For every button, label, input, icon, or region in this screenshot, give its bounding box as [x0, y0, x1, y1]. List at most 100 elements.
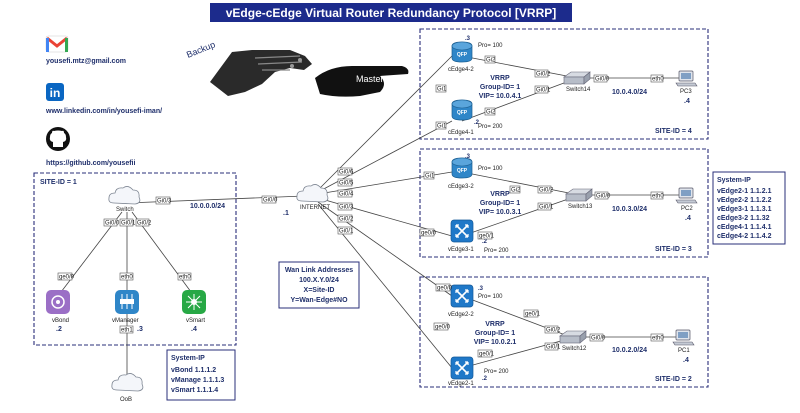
- switch14-icon[interactable]: [563, 71, 591, 85]
- vsmart-port: eth0: [179, 275, 191, 281]
- edge-system-ip-line-1: vEdge2-2 1.1.2.2: [717, 197, 772, 204]
- site3-frame: [419, 148, 709, 258]
- vmanager-name: vManager: [112, 318, 139, 324]
- internet-port-3: Gi0/4: [339, 192, 354, 198]
- backup-label: Backup: [185, 39, 217, 60]
- wan-box-line-0: Wan Link Addresses: [285, 267, 353, 274]
- site4-pc-name: PC3: [680, 89, 692, 95]
- site3-edge-b-host: .2: [482, 239, 488, 245]
- site3-pc-name: PC2: [681, 206, 693, 212]
- robot-hand-icon: [210, 50, 312, 96]
- master-label: Master: [356, 74, 384, 84]
- internet-cloud-icon[interactable]: [296, 183, 329, 203]
- site4-edge-b-prio: Pro= 200: [478, 124, 503, 130]
- vmanager-port2: eth1: [121, 328, 133, 334]
- internet-port-5: Gi0/2: [339, 217, 354, 223]
- site2-edge-a-port-1: ge0/1: [525, 312, 541, 318]
- vbond-icon[interactable]: [46, 290, 70, 314]
- cedge3-2-router-icon[interactable]: [451, 157, 473, 179]
- site2-edge-a-name: vEdge2-2: [448, 312, 474, 318]
- vbond-port: ge0/0: [59, 275, 75, 281]
- vsmart-name: vSmart: [186, 318, 205, 324]
- switch-cloud-icon[interactable]: [108, 185, 141, 205]
- wan-link-box: [278, 261, 360, 309]
- vmanager-port: eth0: [121, 275, 133, 281]
- site4-edge-b-host: .2: [474, 120, 480, 126]
- site4-subnet: 10.0.4.0/24: [612, 89, 647, 96]
- site3-edge-b-name: vEdge3-1: [448, 247, 474, 253]
- site4-switch-port-2: Gi0/0: [595, 77, 610, 83]
- site3-edge-a-name: cEdge3-2: [448, 184, 474, 190]
- site3-vrrp-1: Group-ID= 1: [480, 200, 520, 207]
- cedge4-1-router-icon[interactable]: [451, 99, 473, 121]
- github-icon: [46, 127, 70, 151]
- vmanager-icon[interactable]: [115, 290, 139, 314]
- internet-port-0: Gi0/0: [263, 198, 278, 204]
- site1-subnet: 10.0.0.0/24: [190, 203, 225, 210]
- vsmart-icon[interactable]: [182, 290, 206, 314]
- site4-switch-name: Switch14: [566, 87, 591, 93]
- linkedin-text[interactable]: www.linkedin.com/in/yousefi-iman/: [45, 108, 162, 115]
- vedge2-1-router-icon[interactable]: [450, 356, 474, 380]
- internet-port-4: Gi0/3: [339, 205, 354, 211]
- site3-vrrp-2: VIP= 10.0.3.1: [479, 209, 522, 216]
- oob-cloud-icon[interactable]: [111, 372, 144, 392]
- pc3-icon[interactable]: [675, 70, 698, 87]
- site4-vrrp-2: VIP= 10.0.4.1: [479, 93, 522, 100]
- cedge4-2-router-icon[interactable]: [451, 41, 473, 63]
- pc2-icon[interactable]: [675, 187, 698, 204]
- switch13-icon[interactable]: [565, 188, 593, 202]
- site3-edge-b-prio: Pro= 200: [484, 248, 509, 254]
- site4-frame: [419, 28, 709, 140]
- internet-name: INTERNET: [300, 205, 330, 211]
- wan-box-line-3: Y=Wan-Edge#NO: [290, 297, 348, 304]
- site2-pc-port: eth0: [652, 336, 664, 342]
- wan-box-line-1: 100.X.Y.0/24: [299, 277, 339, 284]
- site4-edge-a-port-1: Gi2: [486, 58, 496, 64]
- site3-edge-b-port-1: ge0/1: [479, 234, 495, 240]
- site1-system-ip-box: [166, 349, 236, 401]
- title-bar: [210, 3, 572, 22]
- site3-edge-b-port-0: ge0/0: [421, 231, 437, 237]
- github-text[interactable]: https://github.com/yousefii: [46, 160, 135, 167]
- site1-frame: [33, 172, 237, 346]
- vedge2-2-router-icon[interactable]: [450, 284, 474, 308]
- edge-system-ip-box: [712, 171, 786, 245]
- site1-switch-port-2: Gi0/2: [137, 221, 152, 227]
- edge-system-ip-line-0: vEdge2-1 1.1.2.1: [717, 188, 772, 195]
- internet-port-1: Gi0/6: [339, 170, 354, 176]
- site2-edge-b-port-0: ge0/0: [435, 325, 451, 331]
- site1-switch-uplink-port: Gi0/3: [157, 199, 172, 205]
- site4-vrrp-1: Group-ID= 1: [480, 84, 520, 91]
- pc1-icon[interactable]: [672, 329, 695, 346]
- wan-box-line-2: X=Site-ID: [304, 287, 335, 294]
- site2-edge-a-prio: Pro= 100: [478, 294, 503, 300]
- internet-port-2: Gi0/5: [339, 181, 354, 187]
- site2-vrrp-0: VRRP: [485, 321, 505, 328]
- site3-vrrp-0: VRRP: [490, 191, 510, 198]
- site1-label: SITE-ID = 1: [40, 179, 77, 186]
- vedge3-1-router-icon[interactable]: [450, 219, 474, 243]
- site2-label: SITE-ID = 2: [655, 376, 692, 383]
- edge-system-ip-line-4: cEdge4-1 1.1.4.1: [717, 224, 772, 231]
- site4-edge-a-name: cEdge4-2: [448, 67, 474, 73]
- site4-pc-host: .4: [684, 98, 690, 105]
- email-text[interactable]: yousefi.mtz@gmail.com: [46, 58, 126, 65]
- site4-label: SITE-ID = 4: [655, 128, 692, 135]
- site2-pc-host: .4: [683, 357, 689, 364]
- site2-vrrp-1: Group-ID= 1: [475, 330, 515, 337]
- site1-system-ip-line-0: vBond 1.1.1.2: [171, 367, 216, 374]
- site4-edge-a-host: .3: [465, 36, 471, 42]
- site3-pc-host: .4: [685, 215, 691, 222]
- site4-edge-a-prio: Pro= 100: [478, 43, 503, 49]
- site3-switch-name: Switch13: [568, 204, 593, 210]
- site4-edge-b-port-1: Gi2: [486, 110, 496, 116]
- site4-edge-b-port-0: Gi1: [437, 124, 447, 130]
- site3-switch-port-1: Gi0/1: [539, 205, 554, 211]
- site4-pc-port: eth0: [652, 77, 664, 83]
- site2-edge-a-port-0: ge0/0: [437, 286, 453, 292]
- switch12-icon[interactable]: [559, 330, 587, 344]
- site2-switch-port-1: Gi0/1: [546, 345, 561, 351]
